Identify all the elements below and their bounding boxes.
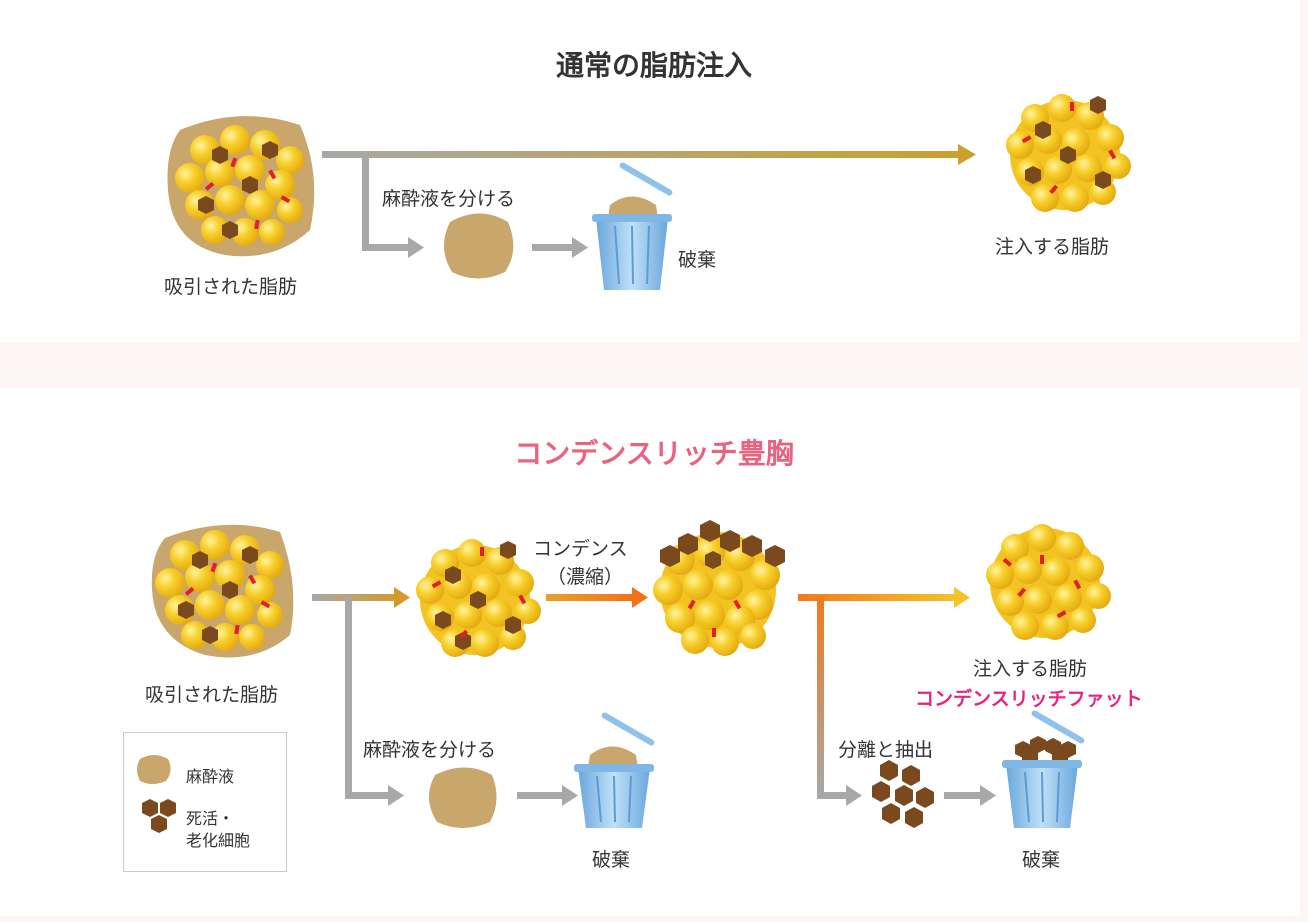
injection-fat-icon-2 — [986, 524, 1111, 640]
anesthetic-icon-2 — [428, 767, 497, 828]
aspirated-fat-label: 吸引された脂肪 — [164, 276, 298, 298]
discard-bucket-icon-2 — [574, 712, 655, 828]
aspirated-fat-label-2: 吸引された脂肪 — [145, 684, 279, 706]
discard-label-2: 破棄 — [592, 849, 631, 871]
legend-dead-cells-label-2: 老化細胞 — [186, 831, 251, 850]
legend: 麻酔液 死活・ 老化細胞 — [123, 732, 287, 872]
anesthetic-icon — [443, 213, 514, 279]
arrow-condense — [546, 587, 648, 608]
legend-dead-cells-label-1: 死活・ — [186, 809, 235, 828]
aspirated-fat-icon-2 — [151, 524, 294, 658]
dead-cells-icon — [872, 760, 934, 828]
extract-label: 分離と抽出 — [838, 739, 934, 761]
arrow-branch-separate — [362, 154, 424, 258]
arrow-branch-extract — [817, 597, 862, 806]
arrow-to-discard — [532, 237, 588, 258]
discard-label-3: 破棄 — [1022, 849, 1061, 871]
discard-label: 破棄 — [678, 249, 717, 271]
injection-fat-icon — [1006, 94, 1131, 212]
discard-bucket-icon-3 — [1002, 710, 1085, 828]
condense-rich-fat-label: コンデンスリッチファット — [915, 688, 1143, 710]
arrow-branch-separate-2 — [345, 597, 404, 806]
aspirated-fat-icon — [167, 116, 315, 257]
arrow-to-discard-3 — [944, 785, 996, 806]
injection-fat-label-2: 注入する脂肪 — [973, 658, 1088, 680]
arrow-to-injection — [322, 144, 976, 165]
arrow-to-discard-2 — [517, 785, 578, 806]
condense-label: コンデンス — [533, 538, 628, 560]
condensed-fat-icon — [653, 520, 785, 656]
separate-anesthetic-label-2: 麻酔液を分ける — [363, 739, 497, 761]
legend-dead-cells-icon — [142, 799, 176, 833]
arrow-to-fat-cluster — [312, 587, 410, 608]
legend-anesthetic-icon — [137, 755, 171, 784]
injection-fat-label: 注入する脂肪 — [995, 236, 1110, 258]
fat-cluster-before-condense — [416, 539, 541, 657]
normal-injection-title: 通常の脂肪注入 — [555, 49, 752, 82]
separate-anesthetic-label: 麻酔液を分ける — [382, 188, 516, 210]
condense-rich-title: コンデンスリッチ豊胸 — [514, 437, 794, 470]
legend-anesthetic-label: 麻酔液 — [186, 767, 235, 786]
arrow-to-injection-2 — [798, 587, 970, 608]
discard-bucket-icon — [592, 162, 673, 290]
condense-sub-label: （濃縮） — [547, 566, 624, 588]
